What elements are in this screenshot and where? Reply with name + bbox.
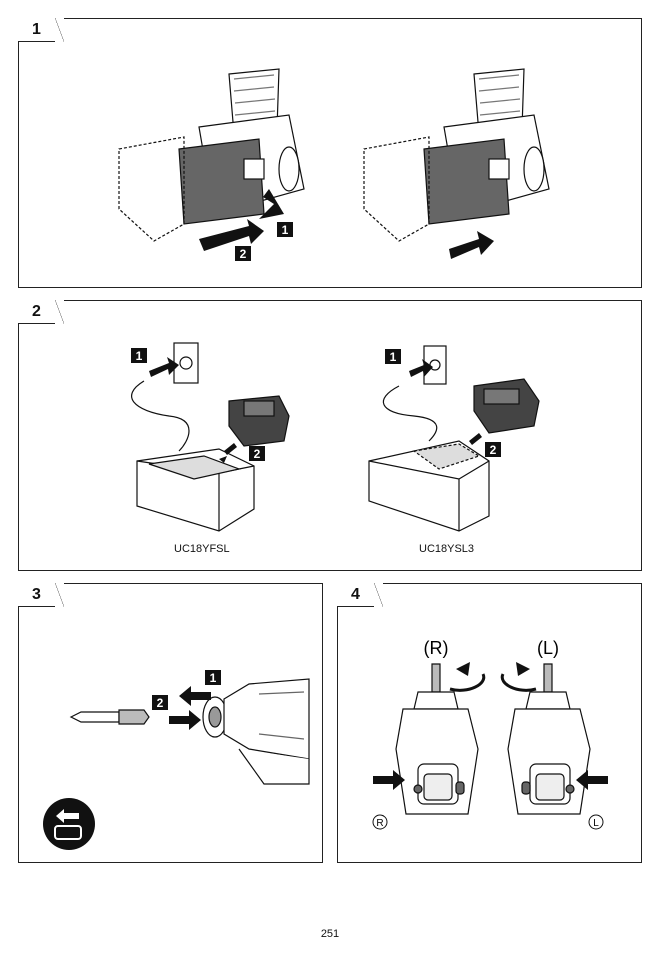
impact-driver-icon xyxy=(395,663,479,815)
panel-4-number: 4 xyxy=(337,583,383,607)
charger-icon xyxy=(368,440,490,532)
insert-arrow-icon xyxy=(469,433,482,445)
rotation-left-label: (L) xyxy=(537,638,559,658)
step-1-label: 1 xyxy=(210,671,217,685)
impact-driver-icon xyxy=(118,68,305,242)
page-number: 251 xyxy=(320,928,340,940)
panel-4: 4 (R) (L) R L xyxy=(337,583,642,863)
removal-symbol-icon xyxy=(43,798,95,850)
charger-icon xyxy=(136,448,255,532)
step-2-label: 2 xyxy=(490,443,497,457)
charger-model-right: UC18YSL3 xyxy=(419,543,475,555)
drill-bit-icon xyxy=(69,709,150,725)
charger-model-left: UC18YFSL xyxy=(174,543,230,555)
charging-illustration: 1 2 1 2 xyxy=(131,342,540,532)
battery-pack-icon xyxy=(228,395,290,447)
battery-removal-illustration: 1 2 xyxy=(118,68,550,261)
step-1-label: 1 xyxy=(136,349,143,363)
impact-driver-icon xyxy=(202,678,310,785)
push-arrow-icon xyxy=(373,770,405,790)
impact-driver-icon xyxy=(363,68,550,242)
impact-driver-icon xyxy=(507,663,591,815)
step-2-label: 2 xyxy=(240,247,247,261)
rotation-arrow-icon xyxy=(449,673,486,692)
push-arrow-icon xyxy=(169,710,201,730)
panel-2: 2 1 2 xyxy=(18,300,642,571)
plug-arrow-icon xyxy=(149,357,179,377)
rotation-direction-illustration: (R) (L) R L xyxy=(372,638,608,830)
panel-3-number: 3 xyxy=(18,583,64,607)
push-arrow-icon xyxy=(576,770,608,790)
right-mark-label: R xyxy=(376,818,383,829)
rotation-arrow-icon xyxy=(500,673,537,692)
panel-1: 1 1 2 xyxy=(18,18,642,288)
step-1-label: 1 xyxy=(282,223,289,237)
step-1-badge xyxy=(277,222,293,237)
insert-arrow-icon xyxy=(219,443,237,463)
plug-arrow-icon xyxy=(409,359,433,377)
push-arrow-icon xyxy=(199,189,284,251)
bit-insertion-illustration: 1 2 xyxy=(43,670,310,850)
power-cord xyxy=(382,385,438,442)
pull-arrow-icon xyxy=(179,686,211,706)
left-mark-label: L xyxy=(593,818,599,829)
step-2-label: 2 xyxy=(254,447,261,461)
insert-arrow-icon xyxy=(449,231,494,259)
step-2-label: 2 xyxy=(157,696,164,710)
battery-pack-icon xyxy=(473,378,540,434)
panel-1-number: 1 xyxy=(18,18,64,42)
step-1-label: 1 xyxy=(390,350,397,364)
rotation-right-label: (R) xyxy=(424,638,449,658)
panel-3: 3 1 2 xyxy=(18,583,323,863)
panel-2-number: 2 xyxy=(18,300,64,324)
wall-outlet-icon xyxy=(173,342,199,384)
step-2-badge xyxy=(235,246,251,261)
power-cord xyxy=(131,380,190,452)
